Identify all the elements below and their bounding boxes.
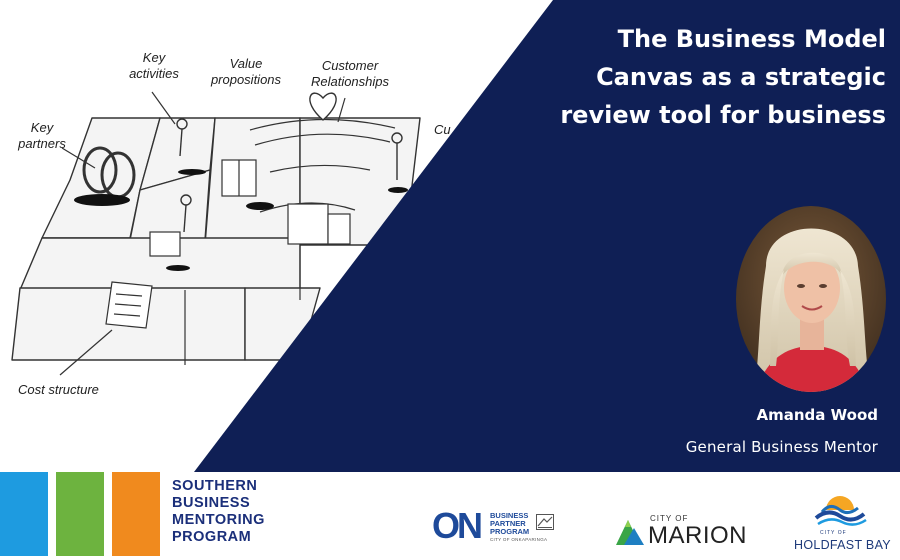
sponsor-footer: SOUTHERN BUSINESS MENTORING PROGRAM ON B… bbox=[0, 472, 900, 560]
city-of-holdfast-bay-logo: CITY OF HOLDFAST BAY bbox=[790, 486, 891, 556]
on-logo-text: BUSINESS PARTNER PROGRAM bbox=[490, 511, 530, 536]
onkaparinga-emblem-icon bbox=[536, 514, 554, 530]
program-block-green bbox=[56, 472, 104, 556]
business-partner-program-logo: ON BUSINESS PARTNER PROGRAM CITY OF ONKA… bbox=[432, 506, 562, 546]
label-key-partners: Key partners bbox=[18, 120, 66, 151]
mentor-role: General Business Mentor bbox=[685, 438, 878, 456]
on-logo-subtext: CITY OF ONKAPARINGA bbox=[490, 537, 548, 542]
hero-banner: Key activities Value propositions Custom… bbox=[11, 0, 900, 472]
label-customer-relationships: Customer Relationships bbox=[310, 58, 390, 89]
mentor-photo bbox=[736, 206, 886, 392]
navy-diagonal-panel bbox=[194, 0, 900, 472]
city-of-marion-logo: CITY OF MARION bbox=[614, 512, 747, 552]
label-customer-segments-partial: Cu bbox=[434, 122, 451, 137]
label-value-propositions: Value propositions bbox=[210, 56, 282, 87]
on-logo-letters: ON bbox=[432, 505, 483, 546]
holdfast-name: HOLDFAST BAY bbox=[794, 538, 891, 552]
marion-city-of: CITY OF bbox=[650, 514, 689, 523]
label-cost-structure: Cost structure bbox=[18, 382, 99, 397]
label-key-activities: Key activities bbox=[129, 50, 179, 81]
marion-mountain-icon bbox=[616, 520, 644, 545]
holdfast-city-of: CITY OF bbox=[820, 530, 847, 536]
program-name: SOUTHERN BUSINESS MENTORING PROGRAM bbox=[172, 478, 265, 545]
program-block-blue bbox=[0, 472, 48, 556]
holdfast-sun-waves-icon bbox=[814, 496, 867, 526]
marion-name: MARION bbox=[648, 522, 747, 549]
mentor-name: Amanda Wood bbox=[756, 406, 878, 424]
program-block-orange bbox=[112, 472, 160, 556]
banner-title: The Business Model Canvas as a strategic… bbox=[560, 25, 886, 129]
